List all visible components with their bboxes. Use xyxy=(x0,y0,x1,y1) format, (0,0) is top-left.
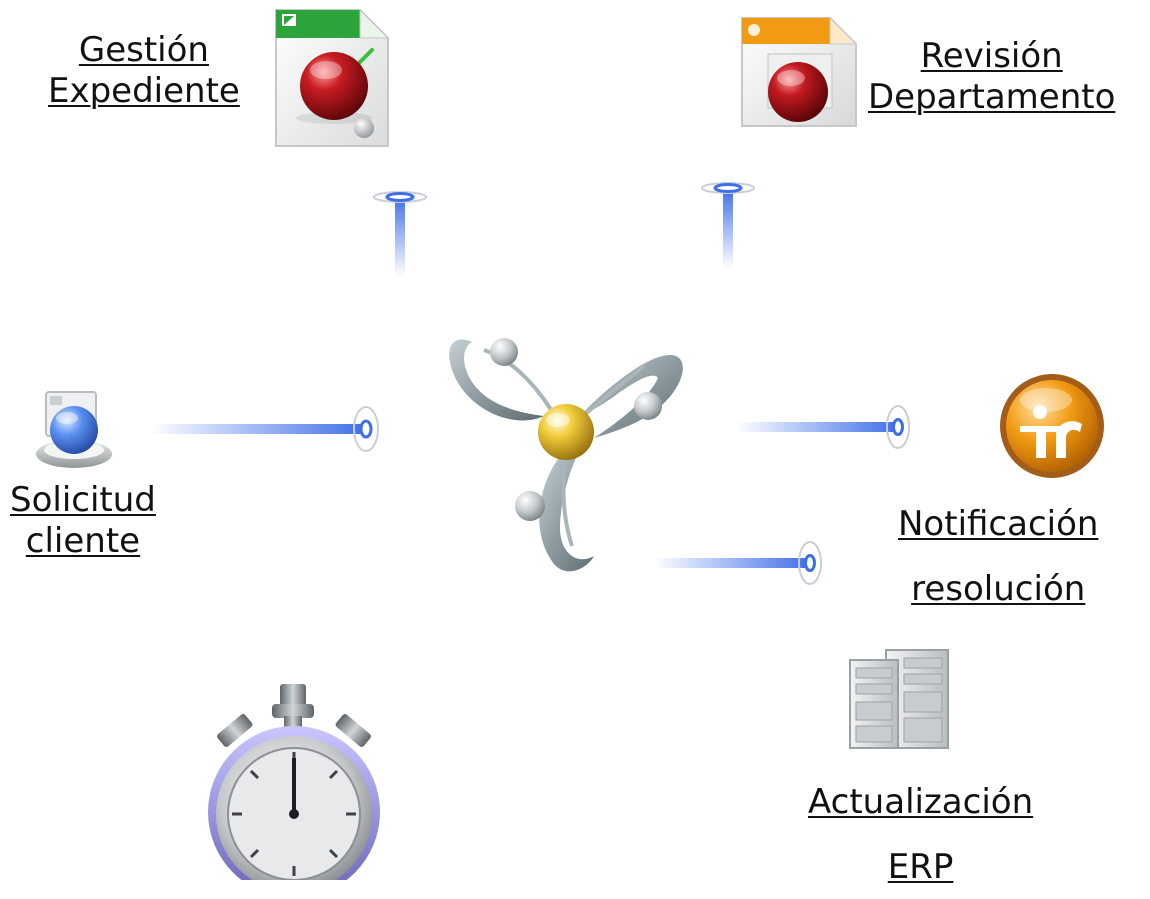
connector-beam-revision xyxy=(701,182,755,268)
process-hub-icon xyxy=(449,338,683,572)
connector-beam-notificacion xyxy=(736,405,910,449)
notificacion-line2: resolución xyxy=(911,568,1086,609)
actualizacion-line2: ERP xyxy=(887,846,954,887)
notificacion-line1: Notificación xyxy=(898,504,1099,544)
solicitud-line1: Solicitud xyxy=(10,480,156,520)
notification-badge-icon[interactable] xyxy=(996,370,1114,488)
actualizacion-erp-link[interactable]: Actualización ERP xyxy=(808,770,1033,899)
solicitud-line2: cliente xyxy=(25,520,141,561)
server-rack-icon[interactable] xyxy=(846,646,956,754)
document-red-orb-icon[interactable] xyxy=(738,14,862,132)
gestion-line1: Gestión xyxy=(78,30,209,70)
revision-line2: Departamento xyxy=(868,76,1116,117)
connector-beam-actualizacion xyxy=(654,541,822,585)
connector-beam-solicitud xyxy=(150,406,379,452)
solicitud-cliente-link[interactable]: Solicitud cliente xyxy=(10,480,156,562)
connector-beam-gestion xyxy=(373,191,427,276)
actualizacion-line1: Actualización xyxy=(808,782,1034,822)
revision-departamento-link[interactable]: Revisión Departamento xyxy=(868,36,1115,118)
revision-line1: Revisión xyxy=(920,36,1063,76)
client-computer-icon[interactable] xyxy=(30,388,120,474)
stopwatch-icon xyxy=(208,684,380,880)
gestion-line2: Expediente xyxy=(48,70,240,111)
notificacion-resolucion-link[interactable]: Notificación resolución xyxy=(898,492,1098,621)
document-red-orb-icon[interactable] xyxy=(268,6,396,152)
gestion-expediente-link[interactable]: Gestión Expediente xyxy=(48,30,240,112)
